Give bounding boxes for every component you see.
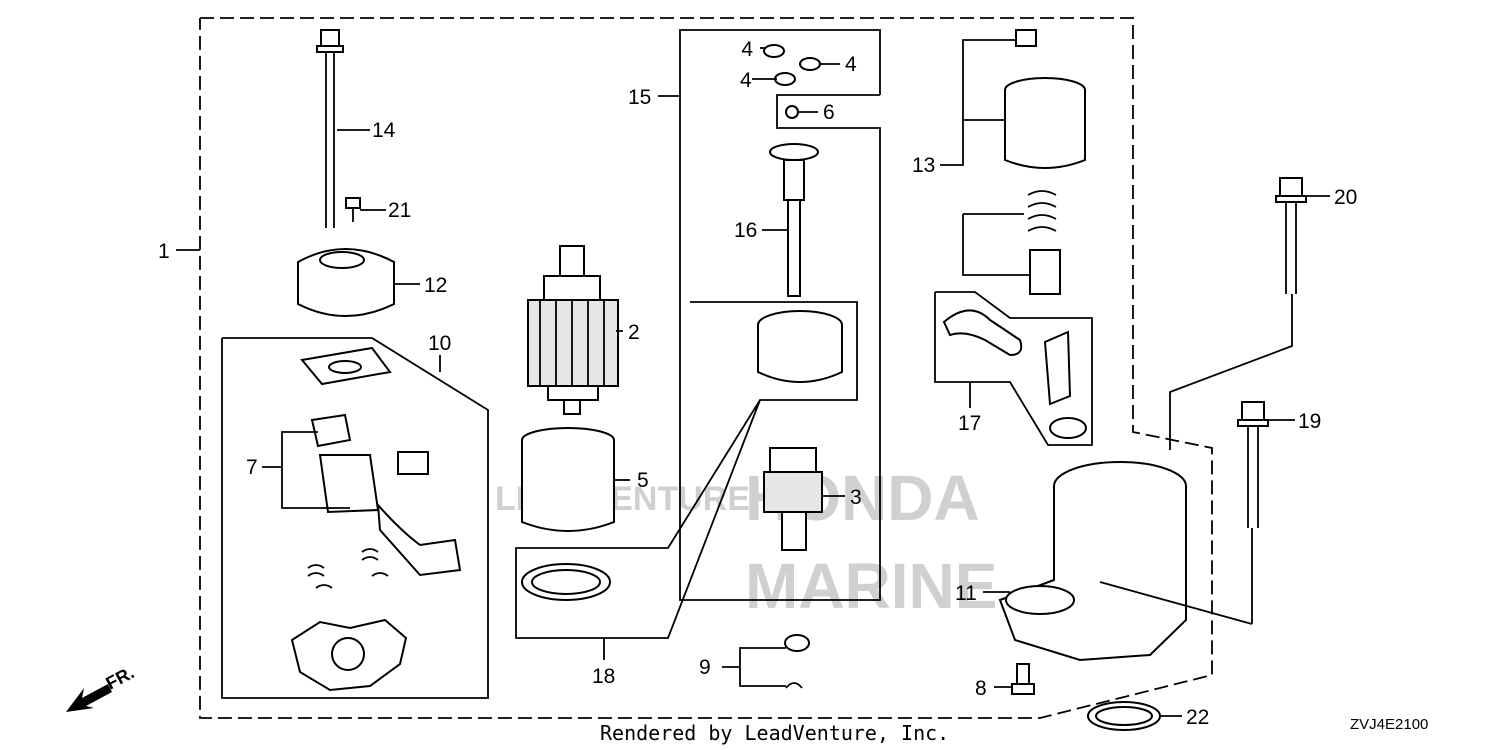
callout-22: 22 bbox=[1186, 706, 1209, 729]
callout-2: 2 bbox=[628, 321, 640, 344]
front-arrow-icon bbox=[66, 684, 112, 712]
part-19-bolt bbox=[1237, 401, 1269, 528]
part-18-gear-ring bbox=[521, 310, 843, 601]
part-5-yoke bbox=[521, 427, 615, 532]
callout-17: 17 bbox=[958, 412, 981, 435]
callout-12: 12 bbox=[424, 274, 447, 297]
callout-19: 19 bbox=[1298, 410, 1321, 433]
callout-9: 9 bbox=[699, 656, 711, 679]
callout-4a: 4 bbox=[741, 38, 753, 61]
callout-8: 8 bbox=[975, 677, 987, 700]
part-13-solenoid bbox=[1004, 29, 1086, 295]
part-12-rear-cover bbox=[297, 248, 395, 317]
callout-16: 16 bbox=[734, 219, 757, 242]
part-17-lever bbox=[942, 309, 1087, 439]
callout-20: 20 bbox=[1334, 186, 1357, 209]
group-box-10 bbox=[221, 337, 489, 699]
part-2-armature bbox=[527, 245, 619, 415]
callout-18: 18 bbox=[592, 665, 615, 688]
part-20-bolt bbox=[1275, 177, 1307, 294]
callout-13: 13 bbox=[912, 154, 935, 177]
callout-7: 7 bbox=[246, 456, 258, 479]
leader-lines bbox=[176, 39, 1330, 717]
callout-1: 1 bbox=[158, 240, 170, 263]
callout-15: 15 bbox=[628, 86, 651, 109]
callout-14: 14 bbox=[372, 119, 396, 142]
part-3-pinion bbox=[763, 447, 823, 551]
callout-3: 3 bbox=[850, 486, 862, 509]
part-21-screw bbox=[345, 197, 361, 222]
callout-5: 5 bbox=[637, 469, 649, 492]
assembly-boundary bbox=[199, 17, 1213, 719]
part-14-bolt bbox=[316, 29, 344, 228]
part-10-brush-holder bbox=[290, 346, 462, 692]
watermark-brand-bottom: MARINE bbox=[745, 550, 997, 622]
part-11-front-housing bbox=[998, 461, 1187, 662]
group-box-17 bbox=[934, 291, 1093, 446]
rendered-by-credit: Rendered by LeadVenture, Inc. bbox=[600, 721, 949, 745]
part-6-ball bbox=[785, 105, 799, 119]
group-box-18 bbox=[515, 301, 858, 639]
part-22-o-ring bbox=[1087, 701, 1161, 731]
part-8-bolt bbox=[1011, 663, 1035, 695]
callout-6: 6 bbox=[823, 101, 835, 124]
part-4-nuts bbox=[763, 44, 821, 86]
part-16-shaft bbox=[769, 143, 819, 297]
part-9-washer bbox=[784, 634, 810, 689]
orientation-arrow: FR. bbox=[66, 662, 137, 712]
diagram-code: ZVJ4E2100 bbox=[1350, 716, 1428, 733]
callout-10: 10 bbox=[428, 332, 451, 355]
callout-4c: 4 bbox=[845, 53, 857, 76]
callout-11: 11 bbox=[955, 582, 977, 605]
watermark: HONDA MARINE LEADVENTURE bbox=[495, 462, 997, 622]
callout-4b: 4 bbox=[740, 69, 752, 92]
callouts: 1 2 3 4 4 4 5 6 7 8 9 10 11 12 13 14 15 … bbox=[158, 38, 1357, 729]
group-box-15 bbox=[679, 29, 881, 601]
callout-21: 21 bbox=[388, 199, 411, 222]
